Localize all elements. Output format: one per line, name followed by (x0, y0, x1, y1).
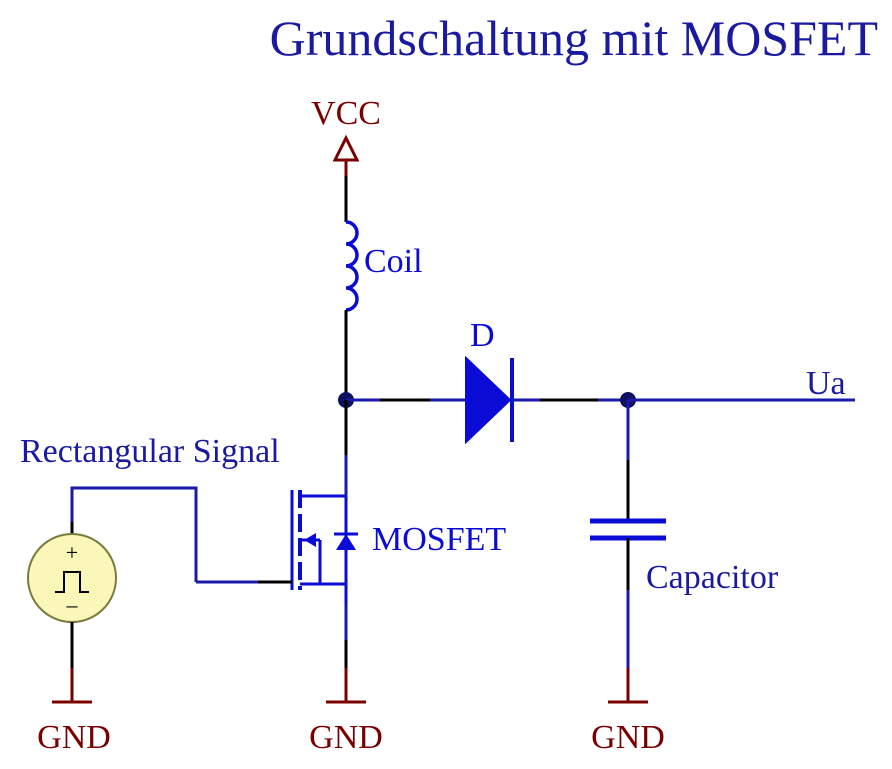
mosfet-label: MOSFET (372, 521, 506, 558)
vcc-label: VCC (311, 95, 381, 132)
gnd-symbol-capacitor (608, 668, 648, 704)
wire-signal-gate (70, 486, 198, 582)
diode-symbol (465, 355, 514, 445)
gnd-label-capacitor: GND (591, 719, 665, 756)
coil-label: Coil (364, 243, 423, 280)
capacitor-label: Capacitor (646, 559, 779, 596)
gnd-label-signal: GND (37, 719, 111, 756)
source-plus-sign: + (66, 540, 78, 565)
gnd-symbol-signal (52, 668, 92, 704)
output-label: Ua (806, 365, 846, 402)
gnd-symbol-mosfet (326, 668, 366, 704)
source-minus-sign: – (66, 592, 79, 617)
capacitor-symbol (590, 518, 666, 541)
coil-inductor (345, 220, 359, 312)
schematic-title: Grundschaltung mit MOSFET (270, 10, 878, 66)
mosfet-symbol (290, 490, 358, 604)
vcc-symbol (332, 134, 360, 176)
gnd-label-mosfet: GND (309, 719, 383, 756)
signal-label: Rectangular Signal (20, 433, 280, 470)
diode-label: D (470, 317, 495, 354)
